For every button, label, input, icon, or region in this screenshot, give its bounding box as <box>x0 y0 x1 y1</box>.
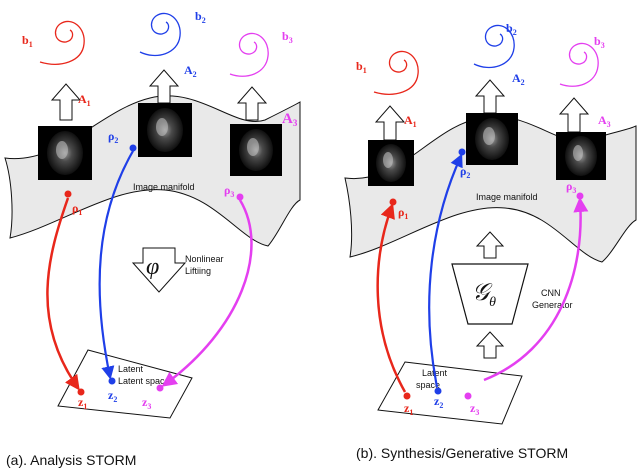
rho3-label-a: ρ3 <box>224 183 234 199</box>
z2-point-a <box>108 377 116 385</box>
z3-label-b: z3 <box>470 401 479 417</box>
rho2-label-a: ρ2 <box>108 129 118 145</box>
rho2-label-b: ρ2 <box>460 164 470 180</box>
generator-symbol: 𝒢θ <box>472 280 496 310</box>
z2-label-a: z2 <box>108 388 117 404</box>
panel-synthesis: b1 b2 b3 A1 A2 A3 Image manifold ρ1 ρ2 <box>344 21 637 461</box>
manifold-label-a: Image manifold <box>133 182 195 192</box>
rho2-point-b <box>458 148 466 156</box>
b3-label-b: b3 <box>594 34 605 50</box>
generator-label: Generator <box>532 300 573 310</box>
z3-point-a <box>156 384 164 392</box>
map-curve-red-b <box>376 203 407 393</box>
b1-label: b1 <box>22 33 33 49</box>
map-curve-magenta-a <box>161 199 253 387</box>
mri-image-1 <box>38 126 92 180</box>
phi-symbol: φ <box>146 254 159 280</box>
rho3-label-b: ρ3 <box>566 179 576 195</box>
A3-label: A3 <box>282 111 298 128</box>
panel-analysis: b1 b2 b3 A1 A2 A3 Image manifold <box>4 9 301 468</box>
mri-image-3 <box>230 124 282 176</box>
arrow-A1 <box>50 83 82 121</box>
A3-label-b: A3 <box>598 113 611 129</box>
manifold-label-b: Image manifold <box>476 192 538 202</box>
b1-label-b: b1 <box>356 59 367 75</box>
caption-b: (b). Synthesis/Generative STORM <box>356 445 568 461</box>
mri-image-1-b <box>368 140 414 186</box>
b2-label-b: b2 <box>506 21 517 37</box>
rho3-point-b <box>576 192 584 200</box>
arrow-A1-b <box>374 105 406 141</box>
spiral-b3-curve-b <box>559 42 599 87</box>
arrow-A3 <box>236 86 268 121</box>
z2-label-b: z2 <box>434 394 443 410</box>
z1-label-a: z1 <box>78 395 87 411</box>
phi-lifting-arrow <box>131 247 187 293</box>
A1-label: A1 <box>78 92 91 108</box>
map-curve-blue-a <box>98 150 134 380</box>
z1-point-b <box>403 392 411 400</box>
map-curve-red-a <box>46 197 80 391</box>
arrow-A3-b <box>558 97 590 133</box>
mri-image-2 <box>138 103 192 157</box>
mri-image-3-b <box>556 132 606 180</box>
b2-label: b2 <box>195 9 206 25</box>
cnn-generator-block <box>451 263 529 325</box>
z3-point-b <box>464 392 472 400</box>
arrow-latent-to-generator <box>475 331 505 359</box>
latent-label-b-2: space <box>416 380 440 390</box>
cnn-label: CNN <box>541 288 561 298</box>
z2-point-b <box>434 387 442 395</box>
b3-label: b3 <box>282 29 293 45</box>
mri-image-2-b <box>466 113 518 165</box>
latent-space-plane-b <box>377 361 523 425</box>
rho1-label-b: ρ1 <box>398 205 408 221</box>
z1-label-b: z1 <box>404 401 413 417</box>
arrow-A2 <box>148 69 180 104</box>
z3-label-a: z3 <box>142 395 151 411</box>
image-manifold-surface <box>4 95 301 247</box>
spiral-b2-curve-b <box>473 24 515 69</box>
rho2-point-a <box>129 144 137 152</box>
A1-label-b: A1 <box>404 113 417 129</box>
A2-label: A2 <box>184 63 197 79</box>
caption-a: (a). Analysis STORM <box>6 452 136 468</box>
nonlinear-label: Nonlinear <box>185 254 224 264</box>
rho1-point-a <box>64 190 72 198</box>
spiral-b3-curve <box>229 32 269 77</box>
lifting-label: Liftiing <box>185 266 211 276</box>
spiral-b2-curve <box>139 12 181 57</box>
latent-label-a: Latent space <box>118 376 170 386</box>
rho1-label-a: ρ1 <box>72 201 82 217</box>
spiral-b1-curve-b <box>373 50 419 95</box>
A2-label-b: A2 <box>512 71 525 87</box>
latent-label-a-1: Latent <box>118 364 144 374</box>
rho3-point-a <box>236 193 244 201</box>
arrow-generator-to-manifold <box>475 231 505 259</box>
map-curve-blue-b <box>428 153 463 388</box>
rho1-point-b <box>389 198 397 206</box>
map-curve-magenta-b <box>483 197 589 382</box>
arrow-A2-b <box>474 79 506 114</box>
spiral-b1-curve <box>39 20 85 65</box>
